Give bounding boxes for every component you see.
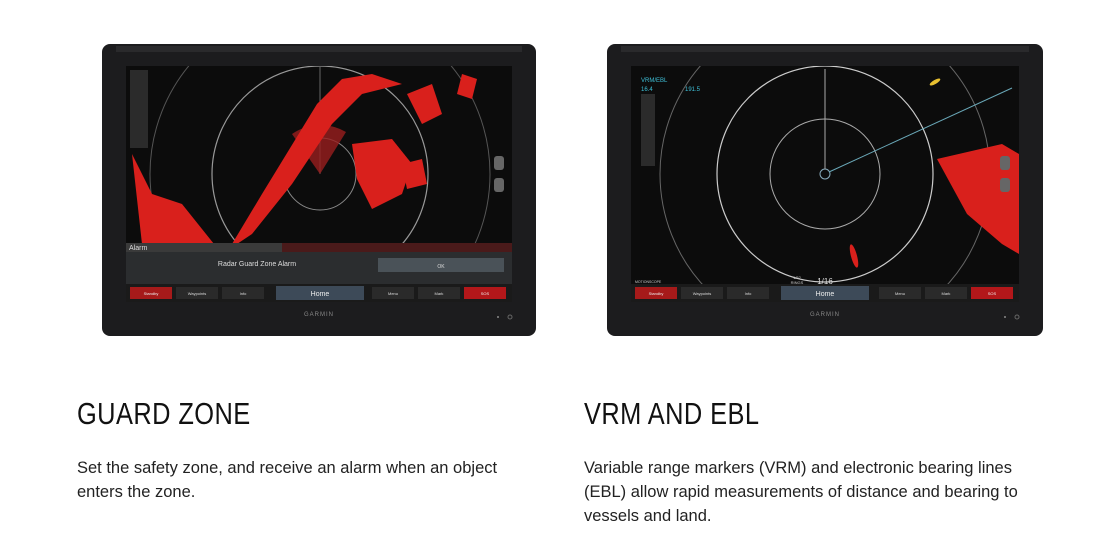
svg-text:Waypoints: Waypoints bbox=[693, 291, 712, 296]
menu-button[interactable] bbox=[879, 287, 921, 299]
chartplotter-image-guard-zone: Alarm Radar Guard Zone Alarm OK Standby … bbox=[102, 44, 536, 336]
standby-button[interactable] bbox=[130, 287, 172, 299]
svg-text:Menu: Menu bbox=[388, 291, 398, 296]
svg-text:SOS: SOS bbox=[988, 291, 997, 296]
svg-text:1/32: 1/32 bbox=[793, 275, 802, 280]
menu-button[interactable] bbox=[372, 287, 414, 299]
tool-sidebar bbox=[130, 70, 148, 148]
svg-text:Waypoints: Waypoints bbox=[188, 291, 207, 296]
svg-text:Standby: Standby bbox=[144, 291, 159, 296]
standby-button[interactable] bbox=[635, 287, 677, 299]
waypoints-button[interactable] bbox=[681, 287, 723, 299]
svg-text:Home: Home bbox=[311, 291, 330, 298]
zoom-in-button[interactable] bbox=[1000, 156, 1010, 170]
svg-text:Info: Info bbox=[240, 291, 247, 296]
home-button[interactable] bbox=[781, 286, 869, 300]
svg-text:RINGS: RINGS bbox=[791, 280, 804, 285]
svg-text:MOTIONSCOPE: MOTIONSCOPE bbox=[635, 280, 662, 284]
range-scale: 1/16 bbox=[817, 277, 833, 286]
ebl-line bbox=[828, 87, 1013, 173]
sos-button[interactable] bbox=[971, 287, 1013, 299]
feature-description: Variable range markers (VRM) and electro… bbox=[584, 459, 1018, 525]
svg-text:Mark: Mark bbox=[942, 291, 951, 296]
garmin-logo: GARMIN bbox=[304, 312, 334, 318]
land-echo bbox=[937, 144, 1019, 254]
info-button[interactable] bbox=[727, 287, 769, 299]
tool-sidebar bbox=[641, 94, 655, 166]
feature-description: Set the safety zone, and receive an alar… bbox=[77, 459, 498, 501]
radar-display: VRM/EBL 16.4 191.5 1/32 RINGS 1/16 MOTIO… bbox=[635, 66, 1019, 302]
alarm-dialog: Alarm Radar Guard Zone Alarm OK bbox=[126, 243, 512, 284]
svg-text:Menu: Menu bbox=[895, 291, 905, 296]
svg-text:Mark: Mark bbox=[435, 291, 444, 296]
svg-text:Info: Info bbox=[745, 291, 752, 296]
info-button[interactable] bbox=[222, 287, 264, 299]
svg-text:16.4: 16.4 bbox=[641, 87, 653, 93]
sos-button[interactable] bbox=[464, 287, 506, 299]
mark-button[interactable] bbox=[925, 287, 967, 299]
bottom-button-bar: Standby Waypoints Info Home Menu Mark SO… bbox=[126, 284, 512, 302]
zoom-out-button[interactable] bbox=[1000, 178, 1010, 192]
chartplotter-image-vrm-ebl: VRM/EBL 16.4 191.5 1/32 RINGS 1/16 MOTIO… bbox=[607, 44, 1043, 336]
svg-text:Alarm: Alarm bbox=[129, 245, 147, 252]
svg-text:Radar Guard Zone Alarm: Radar Guard Zone Alarm bbox=[218, 261, 296, 268]
home-button[interactable] bbox=[276, 286, 364, 300]
feature-title: GUARD ZONE bbox=[77, 396, 251, 431]
svg-text:SOS: SOS bbox=[481, 291, 490, 296]
svg-text:Standby: Standby bbox=[649, 291, 664, 296]
ok-button[interactable] bbox=[378, 258, 504, 272]
svg-text:VRM/EBL: VRM/EBL bbox=[641, 78, 668, 84]
bottom-button-bar: Standby Waypoints Info Home Menu Mark SO… bbox=[631, 284, 1019, 302]
feature-title: VRM AND EBL bbox=[584, 396, 760, 431]
garmin-logo: GARMIN bbox=[810, 312, 840, 318]
mark-button[interactable] bbox=[418, 287, 460, 299]
svg-text:Home: Home bbox=[816, 291, 835, 298]
svg-text:OK: OK bbox=[437, 264, 445, 270]
waypoints-button[interactable] bbox=[176, 287, 218, 299]
zoom-in-button[interactable] bbox=[494, 156, 504, 170]
zoom-out-button[interactable] bbox=[494, 178, 504, 192]
svg-text:191.5: 191.5 bbox=[685, 87, 701, 93]
